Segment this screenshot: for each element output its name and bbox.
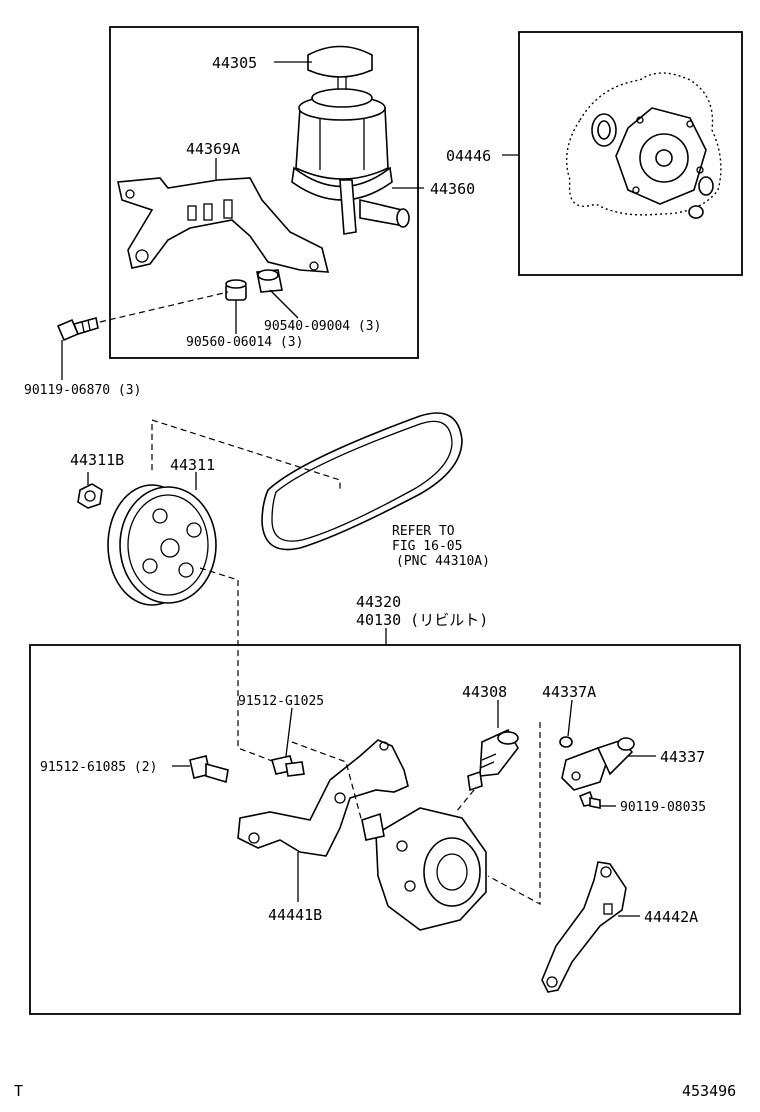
part-number-44441B: 44441B — [268, 906, 322, 924]
reservoir-tank-part — [291, 88, 410, 235]
leader-91512-g1025 — [285, 707, 293, 757]
refer-note-line-3: (PNC 44310A) — [396, 554, 490, 569]
reservoir-cap-part — [307, 45, 373, 90]
bolt-91512-61085-part — [189, 755, 229, 784]
reservoir-group-frame — [109, 26, 419, 359]
pulley-part — [107, 484, 217, 606]
stud-91512-g1025-part — [270, 755, 305, 777]
suction-port-part — [561, 737, 635, 791]
part-number-44369A: 44369A — [186, 140, 240, 158]
leader-44337A — [567, 699, 573, 737]
gasket-kit-frame — [518, 31, 743, 276]
part-number-44337: 44337 — [660, 748, 705, 766]
part-number-90560-06014: 90560-06014 (3) — [186, 335, 303, 350]
fitting-alignment-line — [455, 789, 475, 813]
leader-90540 — [269, 289, 299, 319]
grommet-part — [256, 269, 283, 293]
pump-assembly-frame — [29, 644, 741, 1015]
pump-body-part — [361, 807, 487, 931]
gasket-kit-part — [565, 72, 722, 219]
part-number-44320: 44320 — [356, 593, 401, 611]
part-number-90119-08035: 90119-08035 — [620, 800, 706, 815]
part-number-44337A: 44337A — [542, 683, 596, 701]
pulley-nut-part — [77, 483, 103, 509]
part-number-44311: 44311 — [170, 456, 215, 474]
part-number-91512-g1025: 91512-G1025 — [238, 694, 324, 709]
refer-note-line-1: REFER TO — [392, 524, 455, 539]
drive-belt-part — [261, 412, 463, 551]
part-number-04446: 04446 — [446, 147, 491, 165]
pulley-alignment-line — [151, 419, 341, 492]
pump-bracket-part — [237, 739, 409, 857]
part-number-44305: 44305 — [212, 54, 257, 72]
bolt-alignment-line — [99, 291, 229, 323]
part-number-44442A: 44442A — [644, 908, 698, 926]
collar-part — [225, 279, 247, 301]
refer-note-line-2: FIG 16-05 — [392, 539, 462, 554]
pulley-shaft-line — [199, 567, 297, 771]
o-ring-part — [559, 736, 573, 748]
suction-alignment-line — [487, 722, 541, 906]
part-number-90540-09004: 90540-09004 (3) — [264, 319, 381, 334]
bolt-90119-06870-part — [56, 317, 99, 342]
part-number-44360: 44360 — [430, 180, 475, 198]
union-fitting-part — [467, 728, 519, 792]
part-number-44311B: 44311B — [70, 451, 124, 469]
part-number-40130: 40130 (リビルト) — [356, 611, 488, 629]
figure-id: 453496 — [682, 1082, 736, 1100]
part-number-91512-61085: 91512-61085 (2) — [40, 760, 157, 775]
part-number-44308: 44308 — [462, 683, 507, 701]
corner-mark: T — [14, 1082, 23, 1100]
reservoir-bracket-part — [117, 177, 330, 273]
part-number-90119-06870: 90119-06870 (3) — [24, 383, 141, 398]
bolt-90119-08035-part — [578, 790, 601, 809]
adjusting-bar-part — [541, 861, 627, 993]
